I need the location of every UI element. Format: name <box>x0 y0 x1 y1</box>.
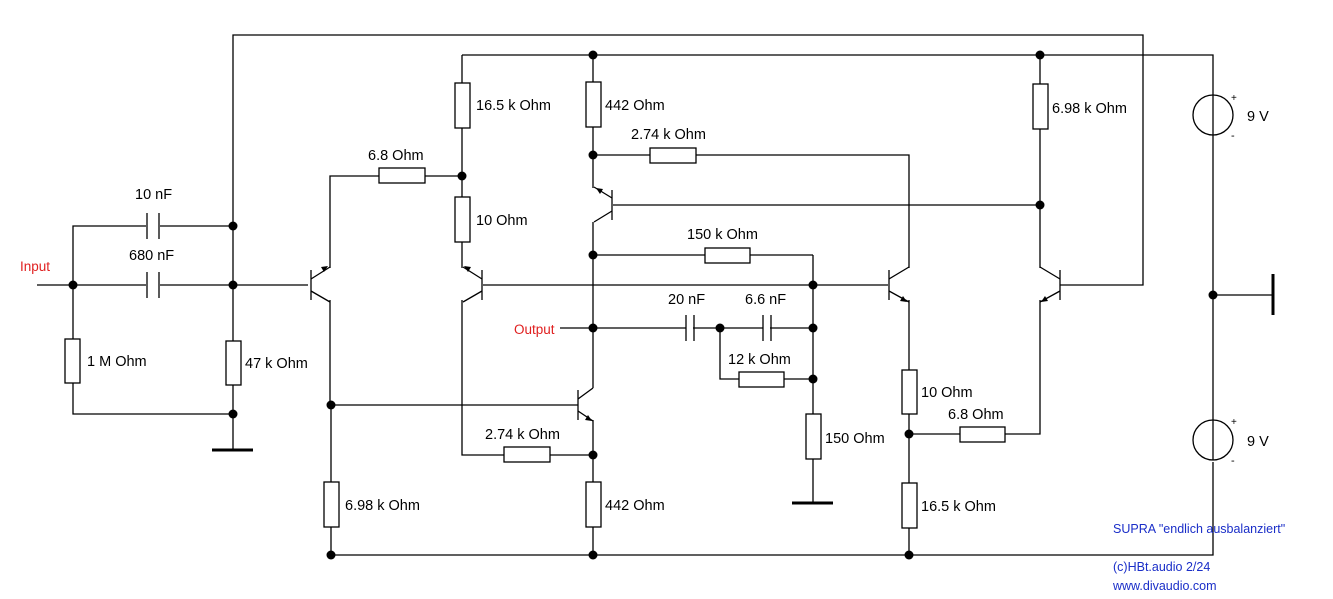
resistor-6-98k-bottom <box>323 481 340 528</box>
battery-top <box>1192 94 1234 136</box>
resistor-10-right <box>901 369 918 415</box>
r-16-5k-top-label: 16.5 k Ohm <box>476 98 551 114</box>
resistor-1m <box>64 338 81 384</box>
resistor-16-5k-bottom <box>901 482 918 529</box>
c-680nf-label: 680 nF <box>129 248 174 264</box>
grounds <box>212 274 1275 505</box>
resistor-6-8-right <box>959 426 1006 443</box>
r-1m-label: 1 M Ohm <box>87 354 147 370</box>
transistor-q3 <box>593 186 613 223</box>
title-note: SUPRA "endlich ausbalanziert" <box>1113 522 1285 536</box>
capacitors <box>146 213 772 341</box>
battery-top-minus: - <box>1231 130 1235 142</box>
website-note: www.divaudio.com <box>1112 579 1217 593</box>
component-labels: Input Output 10 nF 680 nF 1 M Ohm 47 k O… <box>20 93 1269 515</box>
output-label: Output <box>514 322 555 337</box>
r-16-5k-bottom-label: 16.5 k Ohm <box>921 499 996 515</box>
input-label: Input <box>20 259 50 274</box>
resistor-6-8-left <box>378 167 426 184</box>
resistor-12k <box>738 371 785 388</box>
c-6-6nf-label: 6.6 nF <box>745 292 786 308</box>
r-12k-label: 12 k Ohm <box>728 352 791 368</box>
credits: SUPRA "endlich ausbalanziert" (c)HBt.aud… <box>1112 522 1285 593</box>
resistors <box>64 81 1049 529</box>
transistor-q1 <box>310 266 331 303</box>
capacitor-680nf <box>146 272 160 298</box>
r-2-74k-bottom-label: 2.74 k Ohm <box>485 427 560 443</box>
transistor-q5 <box>888 266 910 303</box>
c-20nf-label: 20 nF <box>668 292 705 308</box>
battery-bottom-plus: + <box>1231 417 1237 428</box>
r-2-74k-top-label: 2.74 k Ohm <box>631 127 706 143</box>
r-150k-label: 150 k Ohm <box>687 227 758 243</box>
resistor-6-98k-top <box>1032 83 1049 130</box>
resistor-442-top <box>585 81 602 128</box>
resistor-2-74k-top <box>649 147 697 164</box>
r-442-top-label: 442 Ohm <box>605 98 665 114</box>
c-10nf-label: 10 nF <box>135 187 172 203</box>
resistor-442-bottom <box>585 481 602 528</box>
battery-top-label: 9 V <box>1247 109 1269 125</box>
r-442-bottom-label: 442 Ohm <box>605 498 665 514</box>
transistors <box>310 186 1061 422</box>
resistor-150k <box>704 247 751 264</box>
battery-top-plus: + <box>1231 93 1237 104</box>
battery-bottom-label: 9 V <box>1247 434 1269 450</box>
capacitor-6-6nf <box>762 315 772 341</box>
battery-bottom-minus: - <box>1231 455 1235 467</box>
resistor-47k <box>225 340 242 386</box>
capacitor-20nf <box>685 315 695 341</box>
r-6-8-right-label: 6.8 Ohm <box>948 407 1004 423</box>
resistor-10-left <box>454 196 471 243</box>
resistor-150 <box>805 413 822 460</box>
r-6-8-left-label: 6.8 Ohm <box>368 148 424 164</box>
resistor-16-5k-top <box>454 82 471 129</box>
transistor-q2 <box>462 266 483 303</box>
copyright-note: (c)HBt.audio 2/24 <box>1113 560 1210 574</box>
junctions <box>68 50 1218 560</box>
resistor-2-74k-bottom <box>503 446 551 463</box>
r-6-98k-bottom-label: 6.98 k Ohm <box>345 498 420 514</box>
r-150-label: 150 Ohm <box>825 431 885 447</box>
r-10-left-label: 10 Ohm <box>476 213 528 229</box>
r-6-98k-top-label: 6.98 k Ohm <box>1052 101 1127 117</box>
battery-bottom <box>1192 419 1234 461</box>
r-10-right-label: 10 Ohm <box>921 385 973 401</box>
r-47k-label: 47 k Ohm <box>245 356 308 372</box>
capacitor-10nf <box>146 213 160 239</box>
batteries <box>1192 94 1234 461</box>
transistor-q4 <box>577 387 594 422</box>
transistor-q6 <box>1039 266 1061 303</box>
